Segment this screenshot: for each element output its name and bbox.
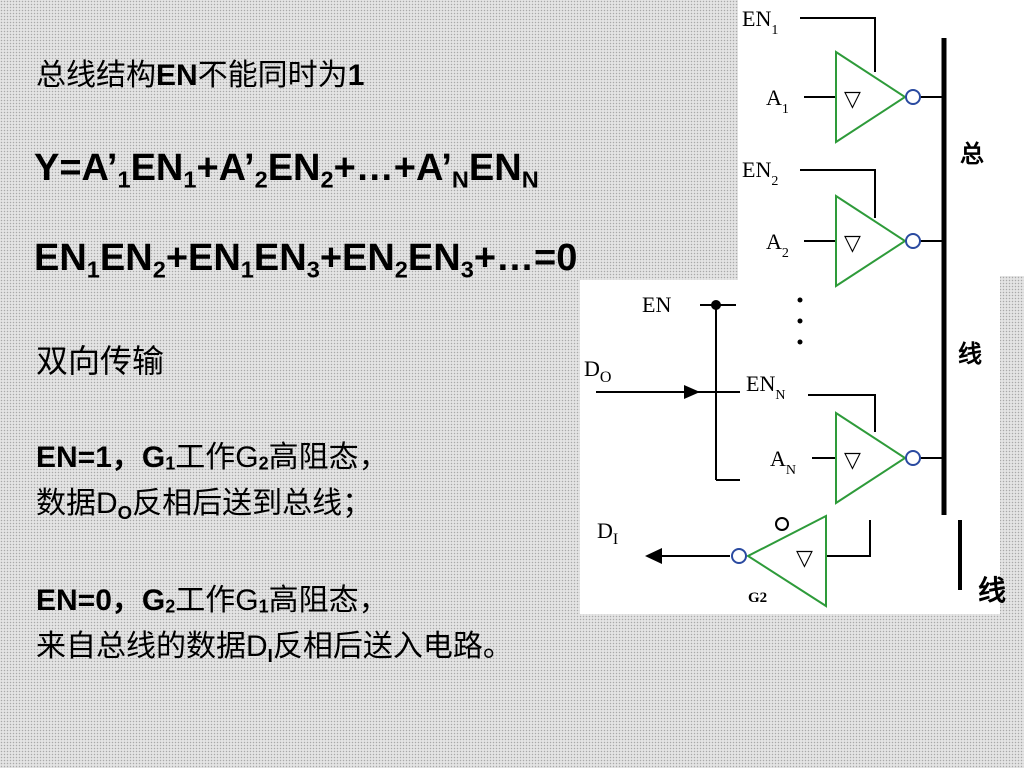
en2-label: EN2: [742, 157, 778, 189]
di-arrow-icon: [645, 548, 662, 564]
en-junction-dot: [711, 300, 721, 310]
tristate-buffer-1: [835, 50, 907, 144]
do-arrow-icon: [684, 385, 700, 399]
enn-label: ENN: [746, 371, 785, 403]
inverter-bubble-1: [905, 89, 921, 105]
en1-description: EN=1，G1工作G2高阻态，: [36, 441, 389, 474]
inverter-bubble-g2: [731, 548, 747, 564]
bus-label-char: 线: [958, 340, 982, 368]
g2-enable-bubble: [775, 517, 789, 531]
en2-wire: [800, 169, 876, 218]
inverter-bubble-n: [905, 450, 921, 466]
en1-data-description: 数据DO反相后送到总线；: [36, 487, 373, 523]
panel-edge: [1000, 0, 1024, 276]
bus-label-char: 总: [960, 140, 984, 168]
en1-label: EN1: [742, 6, 778, 38]
buffer-symbol-icon: ▽: [844, 448, 861, 473]
an-label: AN: [770, 446, 796, 478]
ellipsis-dot: [797, 318, 803, 324]
en-label: EN: [642, 292, 671, 317]
ellipsis-dot: [797, 339, 803, 345]
buffer-symbol-icon: ▽: [844, 231, 861, 256]
bidirectional-heading: 双向传输: [36, 343, 165, 379]
di-label: DI: [597, 518, 618, 548]
a1-label: A1: [766, 85, 789, 117]
lower-diagram-panel: [580, 280, 1000, 614]
buffer-symbol-icon: ▽: [844, 87, 861, 112]
bus-constraint-text: 总线结构EN不能同时为1: [36, 59, 365, 92]
en1-wire: [800, 17, 876, 72]
en0-data-description: 来自总线的数据DI反相后送入电路。: [36, 630, 513, 666]
tristate-buffer-2: [835, 194, 907, 288]
en0-description: EN=0，G2工作G1高阻态，: [36, 584, 389, 617]
enn-wire: [808, 394, 876, 432]
g2-input-wire: [826, 520, 871, 557]
inverter-bubble-2: [905, 233, 921, 249]
enable-constraint-equation: EN1EN2+EN1EN3+EN2EN3+…=0: [34, 237, 578, 283]
buffer-symbol-icon: ▽: [796, 546, 813, 571]
bus-label-char: 线: [978, 574, 1006, 607]
ellipsis-dot: [797, 297, 803, 303]
tristate-buffer-n: [835, 411, 907, 505]
a2-label: A2: [766, 229, 789, 261]
do-label: DO: [584, 356, 611, 386]
g2-label: G2: [748, 590, 767, 606]
tristate-buffer-g2: [745, 514, 827, 608]
output-equation: Y=A’1EN1+A’2EN2+…+A’NENN: [34, 147, 539, 193]
